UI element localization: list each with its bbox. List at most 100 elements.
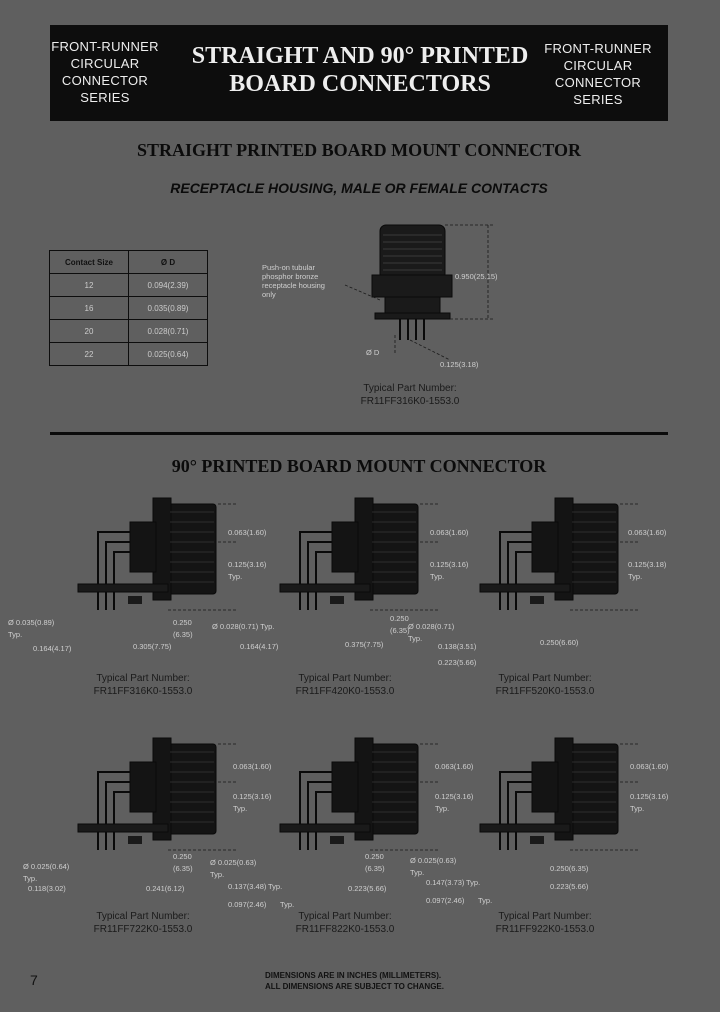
- dimension-label: 0.097(2.46): [426, 896, 465, 905]
- dimension-label: Ø 0.025(0.64): [23, 862, 70, 871]
- dimension-label: 0.063(1.60): [430, 528, 469, 537]
- callout-text: Push-on tubular phosphor bronze receptac…: [262, 263, 325, 299]
- dimension-label: 0.125(3.18): [628, 560, 667, 569]
- straight-connector-drawing: [344, 224, 495, 361]
- ninety-connector-drawing: [77, 497, 236, 611]
- table-row: 12 0.094(2.39): [49, 273, 208, 297]
- series-left-line: SERIES: [80, 90, 130, 105]
- dimension-label: Typ.: [280, 900, 295, 909]
- dimension-label: Typ.: [233, 804, 248, 813]
- dimension-label: 0.164(4.17): [33, 644, 72, 653]
- page-title: STRAIGHT AND 90° PRINTED BOARD CONNECTOR…: [180, 42, 540, 98]
- table-cell: 20: [49, 319, 129, 343]
- straight-section-title: STRAIGHT PRINTED BOARD MOUNT CONNECTOR: [136, 140, 582, 160]
- part-number: FR11FF520K0-1553.0: [495, 686, 595, 697]
- dimension-label: 0.125(3.16): [430, 560, 469, 569]
- dimension-label: 0.250: [173, 852, 192, 861]
- dimension-label: 0.125(3.16): [233, 792, 272, 801]
- part-number: FR11FF922K0-1553.0: [495, 924, 595, 935]
- part-number-block: Typical Part Number:FR11FF520K0-1553.0: [475, 672, 615, 698]
- header-band: [50, 25, 668, 121]
- dimension-label: 0.118(3.02): [28, 884, 66, 893]
- dimension-label: 0.063(1.60): [228, 528, 267, 537]
- dimension-label: 0.125(3.16): [630, 792, 669, 801]
- series-right-line: CIRCULAR: [563, 58, 633, 73]
- dimension-label: Typ.: [8, 630, 23, 639]
- dimension-label: (6.35): [173, 630, 193, 639]
- dimension-label: 0.223(5.66): [348, 884, 387, 893]
- part-number-label: Typical Part Number:: [298, 911, 392, 922]
- dim-pin: 0.125(3.18): [440, 360, 479, 369]
- table-row: 20 0.028(0.71): [49, 319, 208, 343]
- part-number-label: Typical Part Number:: [96, 911, 190, 922]
- dimension-label: Typ.: [430, 572, 445, 581]
- ninety-connector-drawing: [479, 737, 638, 851]
- straight-part-number-block: Typical Part Number: FR11FF316K0-1553.0: [340, 382, 480, 408]
- table-cell: 0.028(0.71): [128, 319, 208, 343]
- dimension-label: 0.375(7.75): [345, 640, 384, 649]
- dimension-label: 0.241(6.12): [146, 884, 185, 893]
- part-number-block: Typical Part Number:FR11FF420K0-1553.0: [275, 672, 415, 698]
- table-cell: 0.094(2.39): [128, 273, 208, 297]
- part-number-block: Typical Part Number: FR11FF922K0-1553.0: [475, 910, 615, 936]
- straight-section-subtitle: RECEPTACLE HOUSING, MALE OR FEMALE CONTA…: [170, 180, 548, 196]
- contact-size-table: Contact Size Ø D 12 0.094(2.39) 16 0.035…: [49, 250, 208, 366]
- page-number: 7: [30, 972, 38, 988]
- dimension-label: Typ.: [268, 882, 283, 891]
- dimension-label: Typ.: [630, 804, 645, 813]
- part-number: FR11FF822K0-1553.0: [295, 924, 395, 935]
- dimension-label: 0.138(3.51): [438, 642, 477, 651]
- dimension-label: 0.063(1.60): [233, 762, 272, 771]
- ninety-connector-drawing: [279, 497, 438, 611]
- table-cell: 0.025(0.64): [128, 342, 208, 366]
- dimension-label: Ø 0.028(0.71): [408, 622, 455, 631]
- part-number-block: Typical Part Number:FR11FF722K0-1553.0: [73, 910, 213, 936]
- dimension-label: (6.35): [173, 864, 193, 873]
- series-label-right: FRONT-RUNNER CIRCULAR CONNECTOR SERIES: [538, 40, 658, 108]
- table-cell: 12: [49, 273, 129, 297]
- ninety-connector-drawing: [479, 497, 638, 611]
- dimension-label: 0.250: [390, 614, 409, 623]
- dimension-label: Typ.: [478, 896, 493, 905]
- part-number-label: Typical Part Number:: [363, 383, 457, 394]
- page-title-line2: BOARD CONNECTORS: [229, 71, 491, 97]
- callout-line: only: [262, 290, 276, 299]
- ninety-connector-drawing: [77, 737, 236, 851]
- dimension-label: 0.305(7.75): [133, 642, 172, 651]
- part-number-block: Typical Part Number:FR11FF316K0-1553.0: [73, 672, 213, 698]
- dimension-label: 0.223(5.66): [438, 658, 477, 667]
- series-right-line: CONNECTOR: [554, 75, 642, 90]
- ninety-connector-drawing: [279, 737, 438, 851]
- callout-line: receptacle housing: [262, 281, 325, 290]
- part-number: FR11FF316K0-1553.0: [360, 396, 460, 407]
- dimension-label: 0.250: [173, 618, 192, 627]
- table-header-cell: Contact Size: [49, 250, 129, 274]
- dimension-label: (6.35): [390, 626, 410, 635]
- dim-od: Ø D: [366, 348, 380, 357]
- dimension-label: (6.35): [365, 864, 385, 873]
- dimension-label: 0.125(3.16): [228, 560, 267, 569]
- footnote-line: DIMENSIONS ARE IN INCHES (MILLIMETERS).: [265, 971, 442, 980]
- dimension-label: Typ.: [23, 874, 38, 883]
- dimension-label: Ø 0.035(0.89): [8, 618, 55, 627]
- dimension-label: Typ.: [628, 572, 643, 581]
- table-cell: 0.035(0.89): [128, 296, 208, 320]
- dimension-label: Typ.: [435, 804, 450, 813]
- part-number-label: Typical Part Number:: [498, 911, 592, 922]
- callout-line: phosphor bronze: [262, 272, 319, 281]
- dimension-label: 0.063(1.60): [435, 762, 474, 771]
- dimension-label: 0.250(6.35): [550, 864, 589, 873]
- series-left-line: FRONT-RUNNER: [51, 39, 159, 54]
- table-header-cell: Ø D: [128, 250, 208, 274]
- dimensions-footnote: DIMENSIONS ARE IN INCHES (MILLIMETERS). …: [265, 970, 444, 992]
- dimension-label: 0.164(4.17): [240, 642, 279, 651]
- dimension-label: 0.147(3.73): [426, 878, 465, 887]
- footnote-line: ALL DIMENSIONS ARE SUBJECT TO CHANGE.: [265, 982, 444, 991]
- dim-height: 0.950(25.15): [455, 272, 498, 281]
- dimension-label: Typ.: [210, 870, 225, 879]
- ninety-section-title: 90° PRINTED BOARD MOUNT CONNECTOR: [171, 456, 547, 476]
- dimension-label: 0.097(2.46): [228, 900, 267, 909]
- part-number-block: Typical Part Number: FR11FF822K0-1553.0: [275, 910, 415, 936]
- table-row: 22 0.025(0.64): [49, 342, 208, 366]
- table-header-row: Contact Size Ø D: [49, 250, 208, 274]
